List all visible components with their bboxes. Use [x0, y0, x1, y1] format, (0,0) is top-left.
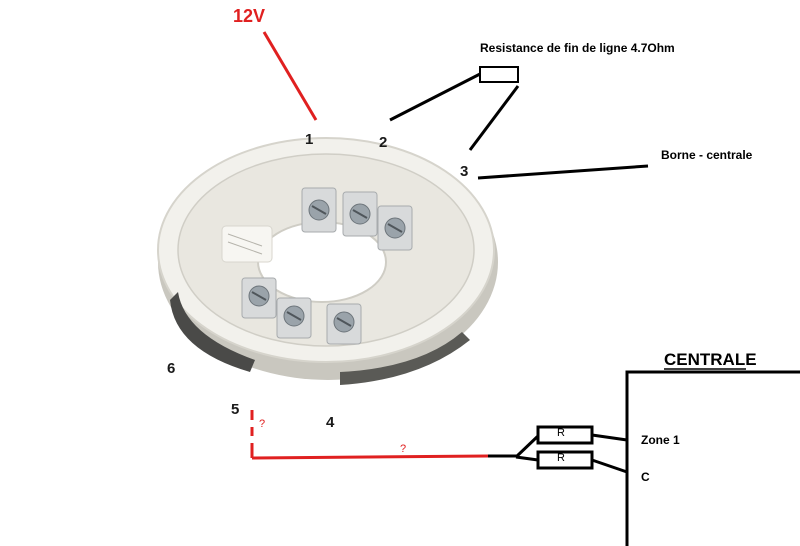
wire-terminal-5	[250, 410, 518, 460]
centrale-panel	[625, 370, 800, 546]
question-mark-horizontal: ?	[400, 443, 407, 455]
terminal-2-label: 2	[379, 134, 388, 151]
screw-terminal	[301, 187, 337, 233]
centrale-title: CENTRALE	[664, 350, 757, 369]
resistor-zone1-label: R	[557, 427, 565, 439]
borne-centrale-label: Borne - centrale	[661, 148, 753, 162]
common-label: C	[641, 470, 650, 484]
screw-terminal	[326, 303, 362, 345]
resistor-common	[536, 450, 594, 470]
terminal-4-label: 4	[326, 414, 335, 431]
terminal-6-label: 6	[167, 360, 176, 377]
wire-12v	[262, 31, 318, 121]
question-mark-vertical: ?	[259, 418, 266, 430]
wire-zone1	[591, 433, 628, 442]
screw-terminal	[377, 205, 413, 251]
screw-terminal	[241, 277, 277, 319]
screw-terminal	[342, 191, 378, 237]
end-of-line-resistor	[479, 66, 519, 83]
terminal-1-label: 1	[305, 131, 314, 148]
wire-common	[591, 458, 628, 474]
terminal-5-label: 5	[231, 401, 240, 418]
wire-resistor-2	[389, 72, 481, 122]
wire-fork-bottom	[515, 455, 539, 462]
wire-fork-top	[514, 434, 540, 459]
voltage-label: 12V	[233, 6, 266, 26]
screw-terminal	[276, 297, 312, 339]
resistor-common-label: R	[557, 452, 565, 464]
zone1-label: Zone 1	[641, 433, 680, 447]
detector-base	[157, 137, 498, 385]
terminal-3-label: 3	[460, 163, 469, 180]
resistor-zone1	[536, 425, 594, 445]
resistor-note: Resistance de fin de ligne 4.7Ohm	[480, 41, 675, 55]
wire-borne-centrale	[477, 164, 649, 180]
terminal-screws	[241, 187, 413, 345]
wire-resistor-3	[468, 85, 520, 151]
